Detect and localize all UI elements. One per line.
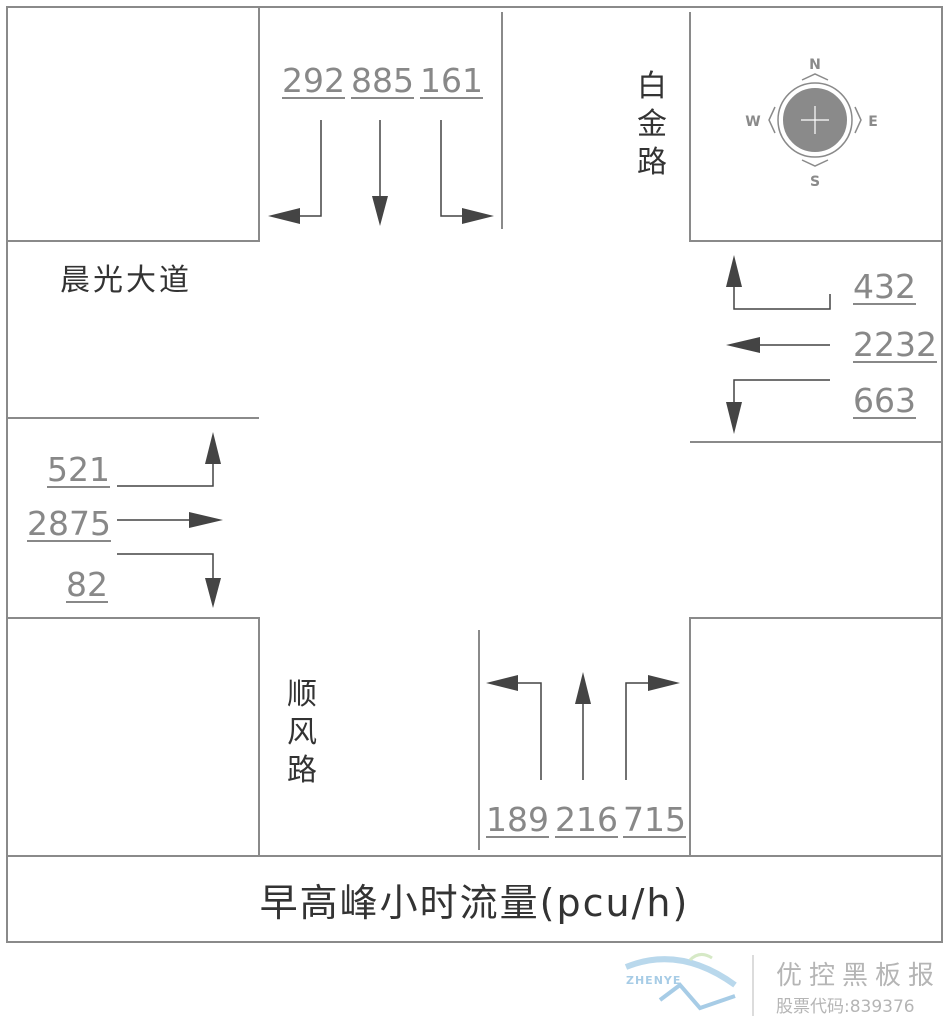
compass-s-label: S — [810, 174, 820, 190]
west-left-volume: 521 — [47, 450, 110, 489]
south-right-volume: 715 — [623, 800, 686, 839]
south-right-arrowhead — [648, 675, 680, 691]
corner-se — [689, 617, 942, 856]
diagram-caption: 早高峰小时流量(pcu/h) — [259, 880, 690, 925]
arrow-shafts — [117, 120, 831, 780]
road-name-west: 晨光大道 — [60, 263, 192, 298]
road-edges — [7, 7, 942, 856]
east-left-arrowhead — [726, 402, 742, 434]
west-through-arrowhead — [189, 512, 223, 528]
west-right-volume: 82 — [66, 565, 108, 604]
east-through-volume: 2232 — [853, 325, 937, 364]
east-right-arrow — [733, 277, 831, 310]
east-through-arrowhead — [726, 337, 760, 353]
south-through-volume: 216 — [555, 800, 618, 839]
west-right-arrowhead — [205, 578, 221, 608]
compass-icon: N S W E — [745, 57, 878, 190]
compass-e-label: E — [868, 114, 878, 130]
north-right-volume: 161 — [420, 61, 483, 100]
west-left-arrow — [117, 457, 214, 487]
north-through-arrowhead — [372, 196, 388, 226]
north-right-arrowhead — [462, 208, 494, 224]
south-left-arrowhead — [486, 675, 518, 691]
north-right-arrow — [440, 120, 472, 217]
arrow-heads — [189, 196, 760, 704]
road-name-south-west: 顺风路 — [287, 677, 317, 788]
north-left-volume: 292 — [282, 61, 345, 100]
north-left-arrow — [290, 120, 322, 217]
east-left-arrow — [733, 379, 830, 412]
watermark-logo-text: ZHENYE — [626, 974, 682, 987]
east-right-volume: 432 — [853, 267, 916, 306]
east-right-arrowhead — [726, 255, 742, 287]
corner-nw — [7, 7, 260, 242]
west-left-arrowhead — [205, 432, 221, 464]
outer-frame — [6, 6, 943, 943]
road-name-north-east: 白金路 — [637, 69, 667, 180]
watermark-logo-icon — [624, 953, 737, 1011]
watermark-stock-code: 股票代码:839376 — [776, 997, 915, 1017]
north-left-arrowhead — [268, 208, 300, 224]
west-through-volume: 2875 — [27, 504, 111, 543]
south-through-arrowhead — [575, 672, 591, 704]
south-left-arrow — [510, 682, 542, 780]
north-through-volume: 885 — [351, 61, 414, 100]
compass-n-label: N — [809, 57, 821, 73]
watermark-title: 优控黑板报 — [776, 961, 942, 991]
corner-ne — [689, 12, 942, 242]
south-right-arrow — [625, 682, 656, 780]
east-left-volume: 663 — [853, 381, 916, 420]
south-left-volume: 189 — [486, 800, 549, 839]
corner-sw — [7, 617, 260, 856]
compass-w-label: W — [745, 114, 760, 130]
west-right-arrow — [117, 553, 214, 586]
